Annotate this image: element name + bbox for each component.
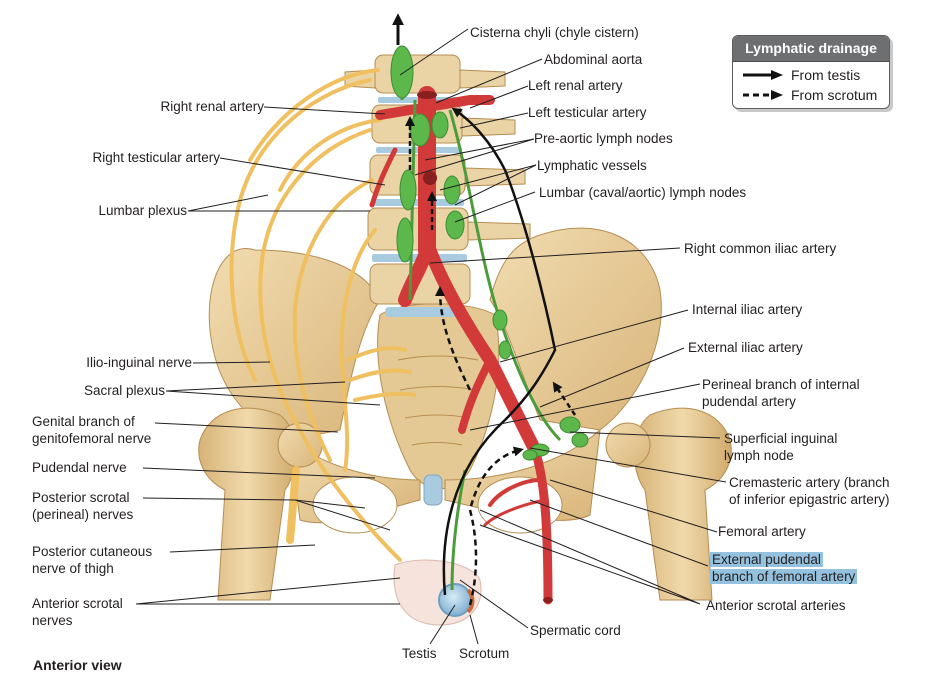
label-sacral-plexus: Sacral plexus [83, 383, 165, 398]
label-posterior-cutaneous-line2: nerve of thigh [32, 561, 114, 576]
label-external-pudendal-line2: branch of femoral artery [710, 569, 858, 584]
label-superficial-inguinal-node: Superficial inguinal lymph node [724, 430, 837, 464]
label-posterior-scrotal-line2: (perineal) nerves [32, 507, 134, 522]
label-ilio-inguinal-nerve: Ilio-inguinal nerve [86, 355, 192, 370]
label-cremasteric-artery: Cremasteric artery (branch of inferior e… [729, 474, 890, 508]
label-right-renal-artery: Right renal artery [160, 99, 264, 114]
label-anterior-scrotal-nerves: Anterior scrotal nerves [32, 595, 123, 629]
drainage-arrows [392, 13, 577, 606]
label-perineal-branch-line1: Perineal branch of internal [702, 377, 860, 392]
label-lymphatic-vessels: Lymphatic vessels [537, 158, 647, 173]
label-testis: Testis [402, 646, 437, 661]
label-superficial-inguinal-line2: lymph node [724, 448, 794, 463]
arteries [369, 86, 553, 605]
label-anterior-scrotal-nerves-line2: nerves [32, 613, 73, 628]
label-genital-branch: Genital branch of genitofemoral nerve [32, 413, 151, 447]
scrotum-testis [393, 559, 482, 626]
label-posterior-cutaneous-line1: Posterior cutaneous [32, 544, 153, 559]
label-cisterna-chyli: Cisterna chyli (chyle cistern) [470, 25, 639, 40]
label-perineal-branch: Perineal branch of internal pudendal art… [702, 376, 860, 410]
label-pudendal-nerve: Pudendal nerve [32, 460, 127, 475]
solid-arrow-icon [743, 70, 783, 80]
label-posterior-cutaneous-nerve: Posterior cutaneous nerve of thigh [32, 543, 152, 577]
femur-bones [198, 407, 732, 601]
scrotum-drainage-upper-path [435, 286, 472, 391]
label-femoral-artery: Femoral artery [718, 524, 806, 539]
label-cremasteric-line2: of inferior epigastric artery) [729, 492, 890, 507]
artery-openings [417, 91, 553, 603]
label-posterior-scrotal-nerves: Posterior scrotal (perineal) nerves [32, 489, 133, 523]
label-spermatic-cord: Spermatic cord [530, 623, 621, 638]
legend-item-from-scrotum: From scrotum [733, 85, 889, 105]
leader-lines [135, 28, 727, 645]
label-right-testicular-artery: Right testicular artery [92, 150, 220, 165]
label-right-common-iliac-artery: Right common iliac artery [684, 241, 837, 256]
label-external-pudendal-line1: External pudendal [710, 552, 823, 567]
label-external-iliac-artery: External iliac artery [688, 340, 803, 355]
legend-label-from-testis: From testis [791, 67, 861, 83]
label-anterior-scrotal-nerves-line1: Anterior scrotal [32, 596, 123, 611]
lymphatics [390, 45, 589, 591]
label-left-testicular-artery: Left testicular artery [528, 105, 647, 120]
scrotum-drainage-path [468, 446, 524, 606]
label-genital-branch-line2: genitofemoral nerve [32, 431, 152, 446]
label-abdominal-aorta: Abdominal aorta [544, 52, 643, 67]
scrotum-lateral-path [552, 381, 577, 416]
label-posterior-scrotal-line1: Posterior scrotal [32, 490, 130, 505]
label-genital-branch-line1: Genital branch of [32, 414, 135, 429]
label-cremasteric-line1: Cremasteric artery (branch [729, 475, 890, 490]
nerves [229, 68, 416, 562]
label-superficial-inguinal-line1: Superficial inguinal [724, 431, 838, 446]
label-perineal-branch-line2: pudendal artery [702, 394, 796, 409]
dashed-arrow-icon [743, 90, 783, 100]
pelvis-bones [208, 227, 662, 534]
label-lumbar-lymph-nodes: Lumbar (caval/aortic) lymph nodes [539, 185, 747, 200]
label-pre-aortic-lymph-nodes: Pre-aortic lymph nodes [534, 131, 673, 146]
legend-item-from-testis: From testis [733, 65, 889, 85]
label-lumbar-plexus: Lumbar plexus [98, 203, 187, 218]
testis-drainage-path [442, 107, 557, 596]
label-anterior-scrotal-arteries: Anterior scrotal arteries [706, 598, 846, 613]
label-left-renal-artery: Left renal artery [528, 78, 623, 93]
lymphatic-drainage-legend: Lymphatic drainage From testis From scro… [732, 35, 890, 109]
label-internal-iliac-artery: Internal iliac artery [692, 302, 803, 317]
legend-title: Lymphatic drainage [733, 36, 889, 62]
label-scrotum: Scrotum [459, 646, 510, 661]
legend-label-from-scrotum: From scrotum [791, 87, 878, 103]
label-external-pudendal-branch: External pudendal branch of femoral arte… [710, 551, 858, 585]
view-caption: Anterior view [33, 657, 122, 673]
